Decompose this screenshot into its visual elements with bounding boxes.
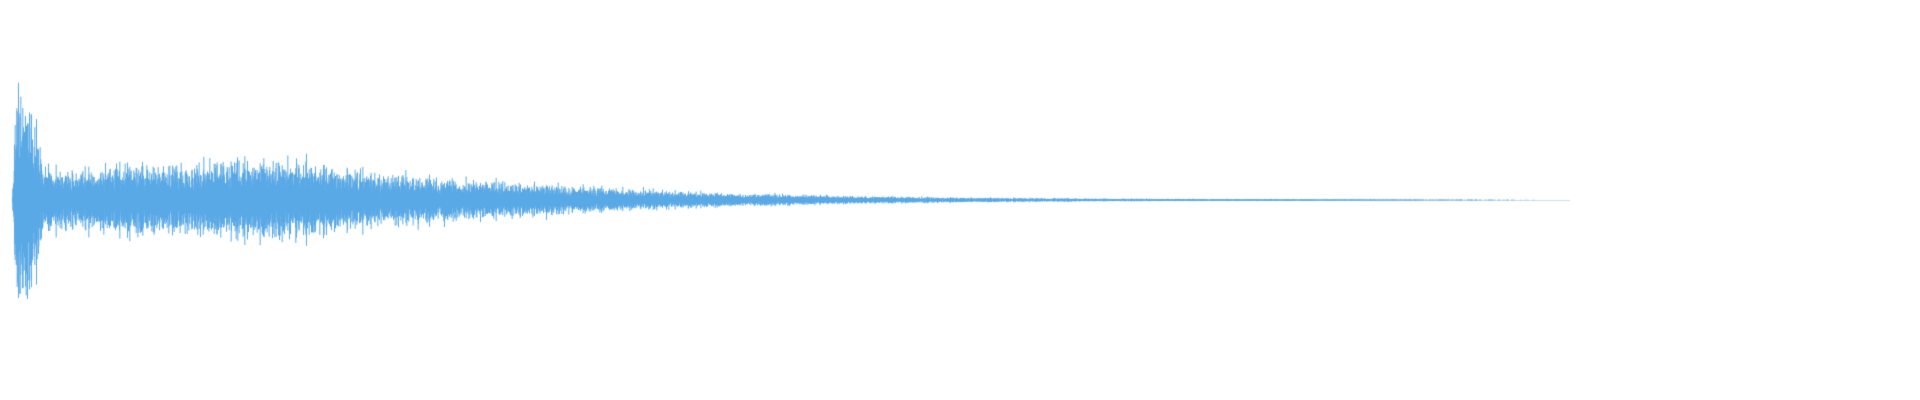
audio-waveform[interactable] [0,0,1920,400]
